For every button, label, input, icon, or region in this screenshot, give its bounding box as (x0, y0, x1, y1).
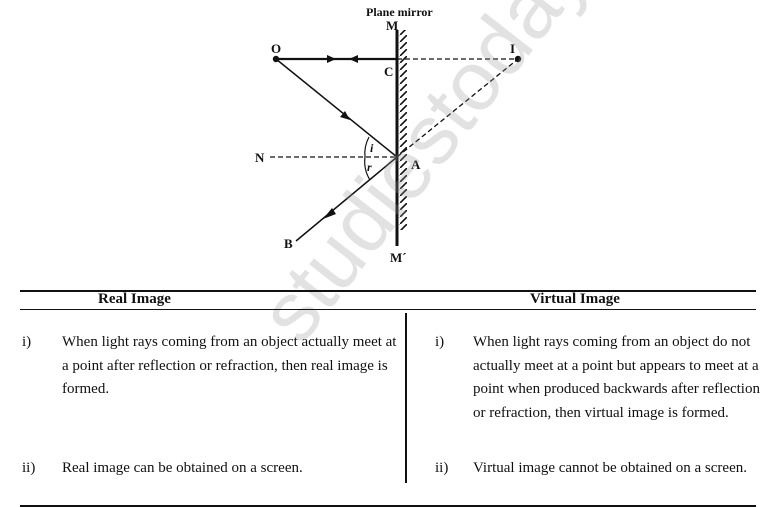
angle-i-arc (364, 136, 370, 158)
mirror-caption: Plane mirror (366, 5, 433, 19)
point-o (272, 55, 280, 63)
label-o: O (271, 41, 281, 56)
label-a: A (411, 157, 421, 172)
row1-virtual-number: i) (435, 334, 445, 350)
row2-virtual-number: ii) (435, 460, 449, 476)
header-virtual-image: Virtual Image (530, 291, 620, 307)
row1-real-text: When light rays coming from an object ac… (62, 334, 397, 397)
mirror-hatching (399, 30, 407, 230)
arrow-ab (323, 208, 336, 219)
row1-real-number: i) (22, 334, 32, 350)
row2-virtual-text: Virtual image cannot be obtained on a sc… (473, 460, 747, 476)
label-n: N (255, 150, 265, 165)
row2-real-text: Real image can be obtained on a screen. (62, 460, 303, 476)
arrow-oc-back (349, 55, 358, 63)
point-i (514, 55, 522, 63)
arrow-oc-forward (327, 55, 336, 63)
label-angle-i: i (370, 141, 374, 155)
label-c: C (384, 64, 393, 79)
label-b: B (284, 236, 293, 251)
label-angle-r: r (367, 160, 372, 174)
label-i-point: I (510, 41, 515, 56)
table-column-divider (405, 313, 407, 483)
header-real-image: Real Image (98, 291, 171, 307)
table-top-rule (20, 290, 756, 292)
table-header-rule (20, 309, 756, 310)
angle-r-arc (364, 156, 371, 181)
reflected-ray-ab (295, 156, 398, 242)
arrow-oa (340, 111, 350, 120)
label-m-prime: M´ (390, 250, 407, 265)
label-m: M (386, 18, 398, 33)
incident-ray-oa (275, 58, 398, 158)
virtual-ray-ai (396, 58, 519, 158)
table-bottom-rule (20, 505, 756, 507)
row1-virtual-text: When light rays coming from an object do… (473, 334, 760, 421)
ray-diagram: Plane mirror M M´ O I C N A B i r (255, 5, 522, 265)
row2-real-number: ii) (22, 460, 36, 476)
